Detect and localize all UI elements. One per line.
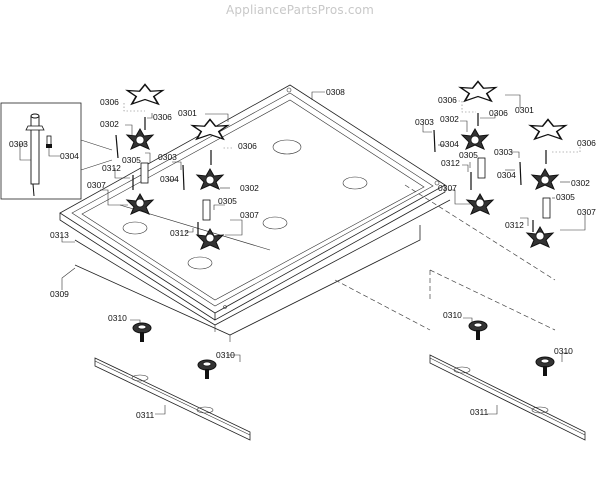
label-0307: 0307 <box>438 183 457 193</box>
label-0306: 0306 <box>238 141 257 151</box>
label-0301: 0301 <box>178 108 197 118</box>
label-0303: 0303 <box>158 152 177 162</box>
label-0303: 0303 <box>9 139 28 149</box>
label-0302: 0302 <box>440 114 459 124</box>
label-0306: 0306 <box>153 112 172 122</box>
grate-cap-0306-right-back <box>459 80 497 102</box>
label-0306: 0306 <box>438 95 457 105</box>
igniter-0303-part <box>25 113 45 197</box>
label-0302: 0302 <box>571 178 590 188</box>
label-0304: 0304 <box>497 170 516 180</box>
watermark: AppliancePartsPros.com <box>225 3 375 17</box>
label-0312: 0312 <box>170 228 189 238</box>
igniter-inset: 0303 0304 <box>0 102 113 200</box>
burner-base-0302-right-front <box>531 168 559 190</box>
label-0305: 0305 <box>459 150 478 160</box>
label-0301: 0301 <box>515 105 534 115</box>
label-0304: 0304 <box>440 139 459 149</box>
burner-base-0302-right-back <box>461 128 489 150</box>
label-0305: 0305 <box>218 196 237 206</box>
grate-cap-0306-left-back <box>126 83 164 105</box>
burner-0307-left-b <box>196 228 224 250</box>
foot-0310-left-a <box>132 322 152 342</box>
foot-0310-right-a <box>468 320 488 340</box>
support-rail-0311-left <box>94 357 251 441</box>
label-0311: 0311 <box>136 410 155 420</box>
label-0304: 0304 <box>160 174 179 184</box>
label-0309: 0309 <box>50 289 69 299</box>
label-0312: 0312 <box>441 158 460 168</box>
label-0305: 0305 <box>122 155 141 165</box>
label-0310: 0310 <box>554 346 573 356</box>
inset-frame <box>0 102 82 200</box>
label-0306: 0306 <box>489 108 508 118</box>
burner-0307-right-a <box>466 193 494 215</box>
screw-parts-right <box>433 113 551 232</box>
label-0307: 0307 <box>87 180 106 190</box>
label-0307: 0307 <box>577 207 596 217</box>
label-0302: 0302 <box>100 119 119 129</box>
label-0310: 0310 <box>108 313 127 323</box>
burner-0307-left-a <box>126 193 154 215</box>
label-0312: 0312 <box>102 163 121 173</box>
burner-base-0302-left-back <box>126 128 154 150</box>
lower-panel-0309 <box>74 225 421 342</box>
foot-0310-left-b <box>197 359 217 379</box>
label-0306: 0306 <box>577 138 596 148</box>
label-0307: 0307 <box>240 210 259 220</box>
grate-cap-0301-right-front <box>529 118 567 140</box>
label-0305: 0305 <box>556 192 575 202</box>
leader-lines-left <box>61 91 325 415</box>
label-0302: 0302 <box>240 183 259 193</box>
label-0313: 0313 <box>50 230 69 240</box>
projection-line <box>404 184 556 281</box>
label-0312: 0312 <box>505 220 524 230</box>
label-0308: 0308 <box>326 87 345 97</box>
leader-lines-right <box>422 94 586 415</box>
burner-base-0302-left-front <box>196 168 224 190</box>
label-0303: 0303 <box>415 117 434 127</box>
label-0306: 0306 <box>100 97 119 107</box>
support-rail-0311-right <box>429 354 586 441</box>
label-0303: 0303 <box>494 147 513 157</box>
label-0311: 0311 <box>470 407 489 417</box>
burner-0307-right-b <box>526 226 554 248</box>
screw-parts-left <box>115 117 212 235</box>
screw-0304-part <box>46 135 52 148</box>
foot-0310-right-b <box>535 356 555 376</box>
label-0310: 0310 <box>216 350 235 360</box>
label-0310: 0310 <box>443 310 462 320</box>
label-0304: 0304 <box>60 151 79 161</box>
